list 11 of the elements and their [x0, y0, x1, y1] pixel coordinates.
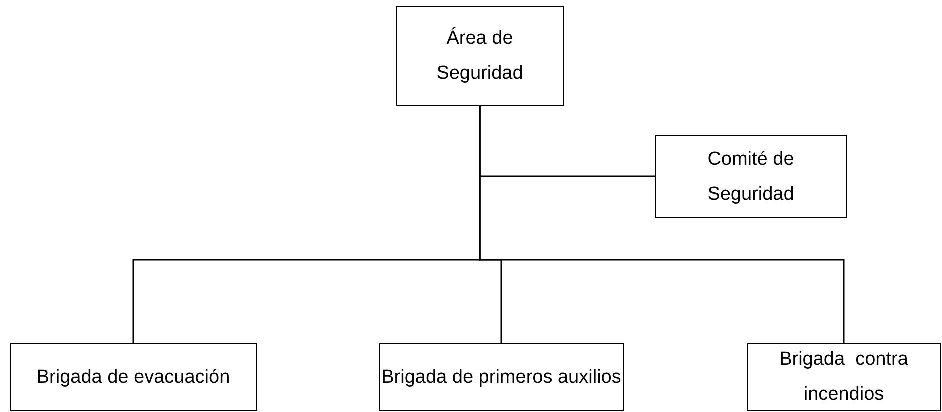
box-label: Comité de Seguridad [706, 148, 796, 206]
box-label: Brigada de primeros auxilios [382, 366, 622, 390]
box-label: Área de Seguridad [436, 26, 524, 86]
org-box [10, 343, 257, 411]
box-label: Brigada contra incendios [778, 348, 910, 407]
org-box [396, 6, 564, 106]
box-label: Brigada de evacuación [36, 366, 230, 390]
org-box [655, 135, 847, 218]
connector-line [479, 106, 845, 343]
org-box [379, 343, 624, 411]
org-box [747, 343, 941, 411]
